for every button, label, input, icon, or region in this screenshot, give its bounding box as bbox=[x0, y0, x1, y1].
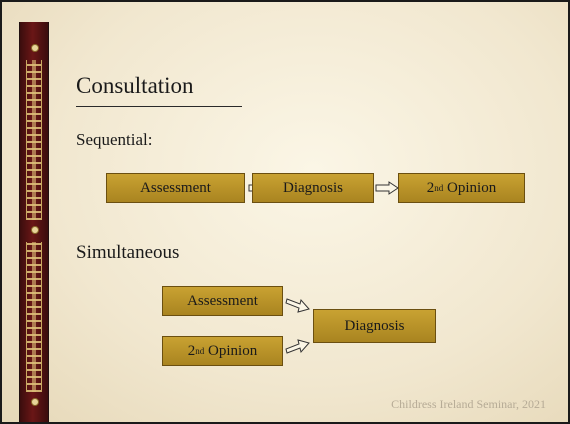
simultaneous-assessment-box: Assessment bbox=[162, 286, 283, 316]
sequential-label: Sequential: bbox=[76, 130, 153, 149]
ordinal-number: 2 bbox=[426, 179, 435, 196]
block-arrow-diagonal-icon bbox=[285, 339, 310, 354]
block-arrow-diagonal-icon bbox=[285, 298, 310, 313]
simultaneous-diagnosis-box: Diagnosis bbox=[313, 309, 436, 343]
simultaneous-label: Simultaneous bbox=[76, 242, 180, 263]
title-underline bbox=[76, 106, 242, 107]
block-arrow-right-icon bbox=[375, 181, 399, 195]
ornament-band bbox=[26, 60, 42, 220]
decorative-side-bar bbox=[19, 22, 49, 422]
slide-title: Consultation bbox=[76, 73, 194, 98]
opinion-text: Opinion bbox=[204, 342, 258, 359]
slide-footer: Childress Ireland Seminar, 2021 bbox=[391, 397, 546, 411]
ornament-dot-icon bbox=[31, 44, 39, 52]
sequential-diagnosis-box: Diagnosis bbox=[252, 173, 374, 203]
ornament-dot-icon bbox=[31, 226, 39, 234]
ornament-dot-icon bbox=[31, 398, 39, 406]
sequential-assessment-box: Assessment bbox=[106, 173, 245, 203]
ordinal-number: 2 bbox=[187, 342, 196, 359]
opinion-text: Opinion bbox=[443, 179, 497, 196]
ornament-band bbox=[26, 242, 42, 392]
